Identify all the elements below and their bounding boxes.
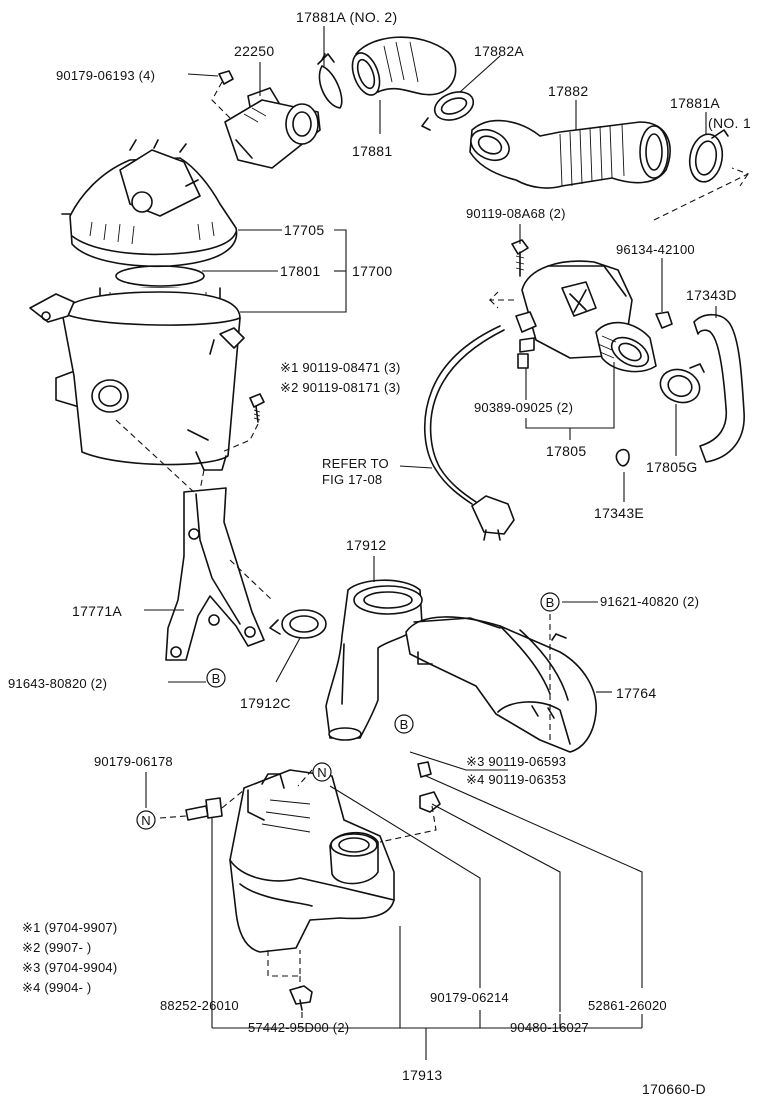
clip-96134-42100 — [655, 311, 673, 329]
label-90480-16027: 90480-16027 — [510, 1020, 589, 1035]
svg-text:B: B — [212, 671, 221, 686]
label-17700: 17700 — [352, 263, 392, 279]
marker-B-1: B — [540, 592, 560, 612]
label-17805G: 17805G — [646, 459, 698, 475]
svg-text:B: B — [546, 595, 555, 610]
guide-17882-to-clamp — [653, 167, 750, 221]
clip-57442-95D00 — [289, 976, 313, 1011]
label-90179-06193: 90179-06193 (4) — [56, 68, 155, 83]
duct-17912 — [325, 579, 423, 741]
clip-90389-09025 — [517, 353, 529, 369]
label-17882: 17882 — [548, 83, 588, 99]
label-90119-08A68: 90119-08A68 (2) — [466, 206, 566, 221]
label-90389-09025: 90389-09025 (2) — [474, 400, 573, 415]
label-fig-17-08: FIG 17-08 — [322, 472, 382, 487]
hose-17881 — [351, 36, 457, 96]
bolt-90119-06593 — [417, 761, 441, 813]
label-88252-26010: 88252-26010 — [160, 998, 239, 1013]
part-labels: 17881A (NO. 2) 22250 90179-06193 (4) 178… — [8, 9, 751, 1097]
guide-N-to-resonator — [297, 769, 313, 787]
clamp-17881A-no1 — [688, 129, 729, 183]
label-17343D: 17343D — [686, 287, 737, 303]
label-17881A-no1: 17881A — [670, 95, 720, 111]
label-96134-42100: 96134-42100 — [616, 242, 695, 257]
marker-N-1: N — [136, 810, 156, 830]
label-90179-06178: 90179-06178 — [94, 754, 173, 769]
marker-B-2: B — [206, 668, 226, 688]
meter-17805 — [515, 260, 657, 373]
label-note4: ※4 (9904- ) — [22, 980, 91, 995]
label-17913: 17913 — [402, 1067, 442, 1083]
label-refer-to: REFER TO — [322, 456, 389, 471]
figure-code: 170660-D — [642, 1081, 706, 1097]
hose-17343D — [693, 313, 745, 463]
svg-text:N: N — [317, 765, 327, 780]
leader-lines — [144, 26, 717, 1060]
label-57442-95D00: 57442-95D00 (2) — [248, 1020, 349, 1035]
label-91621-40820: 91621-40820 (2) — [600, 594, 699, 609]
guide-bolts-to-resonator — [379, 805, 437, 843]
label-91643-80820: 91643-80820 (2) — [8, 676, 107, 691]
label-17764: 17764 — [616, 685, 656, 701]
resonator-17913 — [229, 769, 395, 977]
label-17881: 17881 — [352, 143, 392, 159]
clamp-17805G — [659, 363, 705, 404]
label-90119-08471: ※1 90119-08471 (3) — [280, 360, 401, 375]
marker-B-3: B — [394, 714, 414, 734]
bolt-90119-08A68 — [511, 239, 529, 277]
clamp-17882A — [421, 91, 475, 131]
duct-17764 — [405, 616, 597, 753]
svg-text:N: N — [141, 813, 151, 828]
case-17700 — [29, 291, 245, 471]
bracket-17771A — [115, 419, 273, 661]
label-22250: 22250 — [234, 43, 274, 59]
marker-N-2: N — [312, 762, 332, 782]
clamp-17912C — [269, 609, 327, 639]
bolt-90119-08471 — [221, 393, 265, 453]
label-17881A-no1-b: (NO. 1 — [708, 115, 751, 131]
guide-meter-left — [488, 291, 514, 309]
label-90179-06214: 90179-06214 — [430, 990, 509, 1005]
label-90119-06353: ※4 90119-06353 — [466, 772, 566, 787]
hose-17882 — [469, 119, 671, 189]
vacuum-hose — [423, 325, 515, 541]
svg-text:B: B — [400, 717, 409, 732]
label-17805: 17805 — [546, 443, 586, 459]
label-17882A: 17882A — [474, 43, 524, 59]
label-17705: 17705 — [284, 222, 324, 238]
sensor-22250 — [224, 87, 321, 169]
bolt-90179-06178 — [159, 789, 245, 821]
label-17881A-no2: 17881A (NO. 2) — [296, 9, 397, 25]
label-90119-06593: ※3 90119-06593 — [466, 754, 566, 769]
label-52861-26020: 52861-26020 — [588, 998, 667, 1013]
clamp-17881A-no2 — [317, 53, 343, 109]
label-17801: 17801 — [280, 263, 320, 279]
label-note3: ※3 (9704-9904) — [22, 960, 117, 975]
label-17343E: 17343E — [594, 505, 644, 521]
bolt-90179-06193 — [211, 70, 234, 119]
label-17912: 17912 — [346, 537, 386, 553]
clip-17343E — [615, 448, 630, 467]
label-17912C: 17912C — [240, 695, 291, 711]
label-note1: ※1 (9704-9907) — [22, 920, 117, 935]
cap-17705 — [61, 139, 238, 268]
label-17771A: 17771A — [72, 603, 122, 619]
label-note2: ※2 (9907- ) — [22, 940, 91, 955]
label-90119-08171: ※2 90119-08171 (3) — [280, 380, 401, 395]
